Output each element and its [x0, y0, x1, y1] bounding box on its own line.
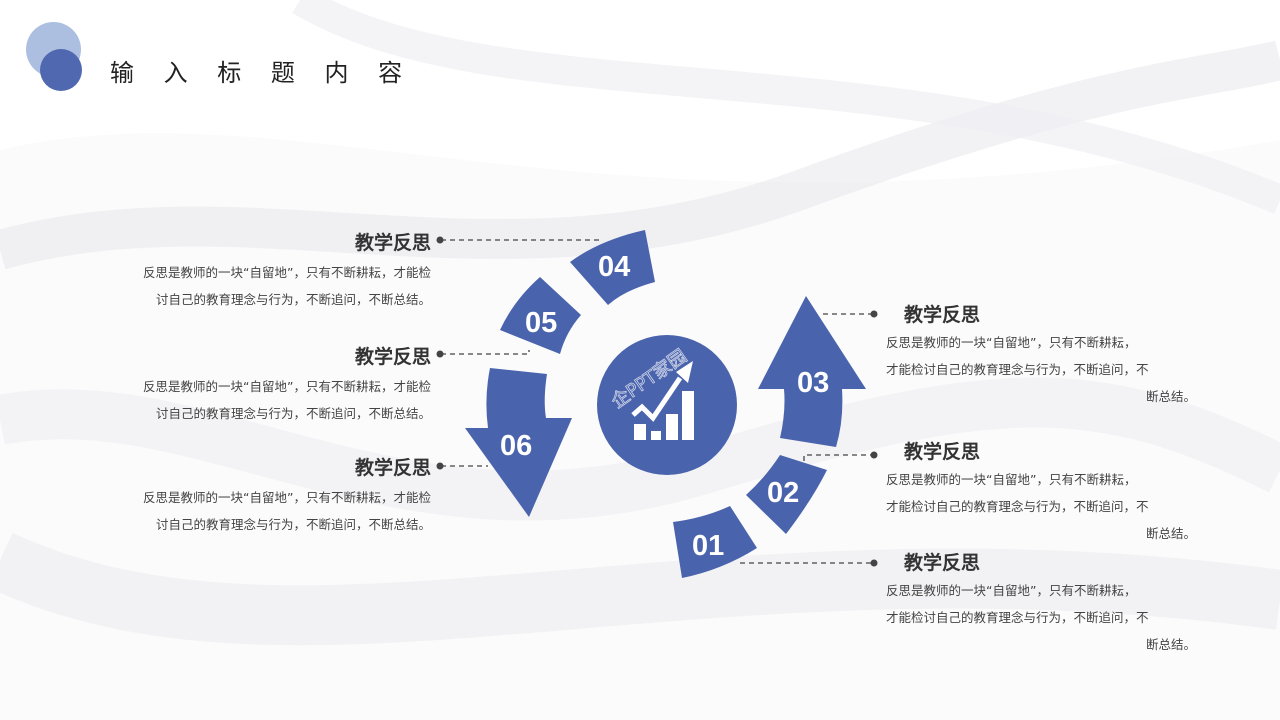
svg-text:06: 06 [500, 430, 532, 462]
item-body-line: 讨自己的教育理念与行为，不断追问，不断总结。 [155, 406, 431, 421]
item-01-text: 教学反思 反思是教师的一块“自留地”，只有不断耕耘， 才能检讨自己的教育理念与行… [886, 548, 1196, 658]
item-body-line: 断总结。 [1145, 637, 1196, 652]
item-body-line: 断总结。 [1145, 526, 1196, 541]
item-heading: 教学反思 [904, 441, 981, 463]
item-body-line: 才能检讨自己的教育理念与行为，不断追问，不 [886, 499, 1149, 514]
svg-text:05: 05 [525, 307, 557, 339]
svg-text:02: 02 [767, 477, 799, 509]
segment-03-arrow[interactable]: 03 [758, 296, 866, 447]
item-body-line: 断总结。 [1145, 389, 1196, 404]
item-heading: 教学反思 [354, 457, 431, 479]
item-body-line: 才能检讨自己的教育理念与行为，不断追问，不 [886, 362, 1149, 377]
item-heading: 教学反思 [354, 232, 431, 254]
item-body-line: 讨自己的教育理念与行为，不断追问，不断总结。 [155, 517, 431, 532]
item-body-line: 反思是教师的一块“自留地”，只有不断耕耘， [886, 472, 1137, 487]
item-06-upper-text: 教学反思 反思是教师的一块“自留地”，只有不断耕耘，才能检 讨自己的教育理念与行… [78, 342, 431, 427]
item-body-line: 讨自己的教育理念与行为，不断追问，不断总结。 [155, 292, 431, 307]
center-badge: 企PPT家园 [597, 335, 737, 475]
growth-chart-icon [634, 391, 694, 440]
segment-06-arrow[interactable]: 06 [465, 368, 572, 517]
item-body-line: 反思是教师的一块“自留地”，只有不断耕耘， [886, 583, 1137, 598]
item-06-lower-text: 教学反思 反思是教师的一块“自留地”，只有不断耕耘，才能检 讨自己的教育理念与行… [78, 453, 431, 538]
svg-text:03: 03 [797, 367, 829, 399]
item-heading: 教学反思 [904, 304, 981, 326]
item-heading: 教学反思 [904, 552, 981, 574]
item-body-line: 反思是教师的一块“自留地”，只有不断耕耘，才能检 [143, 379, 431, 394]
item-body-line: 才能检讨自己的教育理念与行为，不断追问，不 [886, 610, 1149, 625]
item-heading: 教学反思 [354, 346, 431, 368]
item-body-line: 反思是教师的一块“自留地”，只有不断耕耘，才能检 [143, 490, 431, 505]
page-title: 输 入 标 题 内 容 [110, 59, 414, 87]
segment-02[interactable]: 02 [746, 455, 827, 534]
item-02-text: 教学反思 反思是教师的一块“自留地”，只有不断耕耘， 才能检讨自己的教育理念与行… [886, 437, 1196, 547]
svg-text:01: 01 [692, 530, 724, 562]
item-03-text: 教学反思 反思是教师的一块“自留地”，只有不断耕耘， 才能检讨自己的教育理念与行… [886, 300, 1196, 410]
segment-01[interactable]: 01 [673, 506, 757, 578]
segment-04[interactable]: 04 [570, 230, 655, 305]
item-body-line: 反思是教师的一块“自留地”，只有不断耕耘， [886, 335, 1137, 350]
item-body-line: 反思是教师的一块“自留地”，只有不断耕耘，才能检 [143, 265, 431, 280]
logo-circle-small [40, 49, 82, 91]
item-05-text: 教学反思 反思是教师的一块“自留地”，只有不断耕耘，才能检 讨自己的教育理念与行… [78, 228, 431, 313]
svg-text:04: 04 [598, 251, 630, 283]
segment-05[interactable]: 05 [500, 277, 581, 354]
connector-dots [436, 236, 878, 567]
